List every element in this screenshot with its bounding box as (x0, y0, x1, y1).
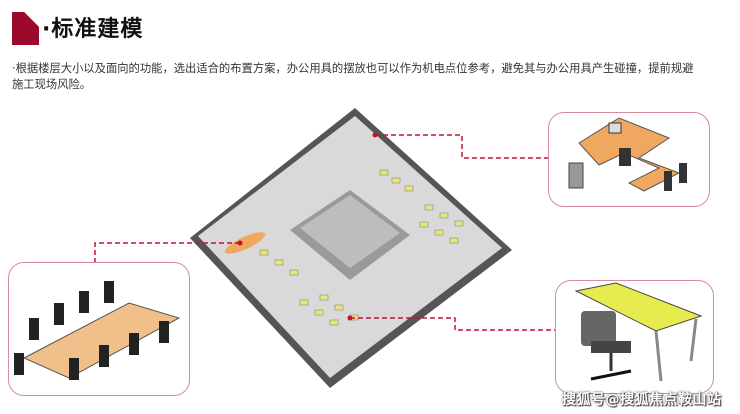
conference-table-icon (14, 281, 181, 380)
description-text: ·根据楼层大小以及面向的功能，选出适合的布置方案，办公用具的摆放也可以作为机电点… (12, 62, 694, 91)
callout-lines (94, 134, 555, 331)
office-desk-icon (568, 117, 687, 192)
watermark: 搜狐号@搜狐焦点鞍山站 (562, 392, 722, 408)
callout-l-desk (548, 112, 710, 207)
callout-meeting-table (8, 262, 190, 396)
callout-folding-desk (555, 280, 714, 394)
meeting-table-model (224, 232, 266, 254)
folding-table-icon (574, 282, 703, 382)
page-title: ·标准建模 (42, 17, 144, 42)
desks (259, 169, 464, 326)
